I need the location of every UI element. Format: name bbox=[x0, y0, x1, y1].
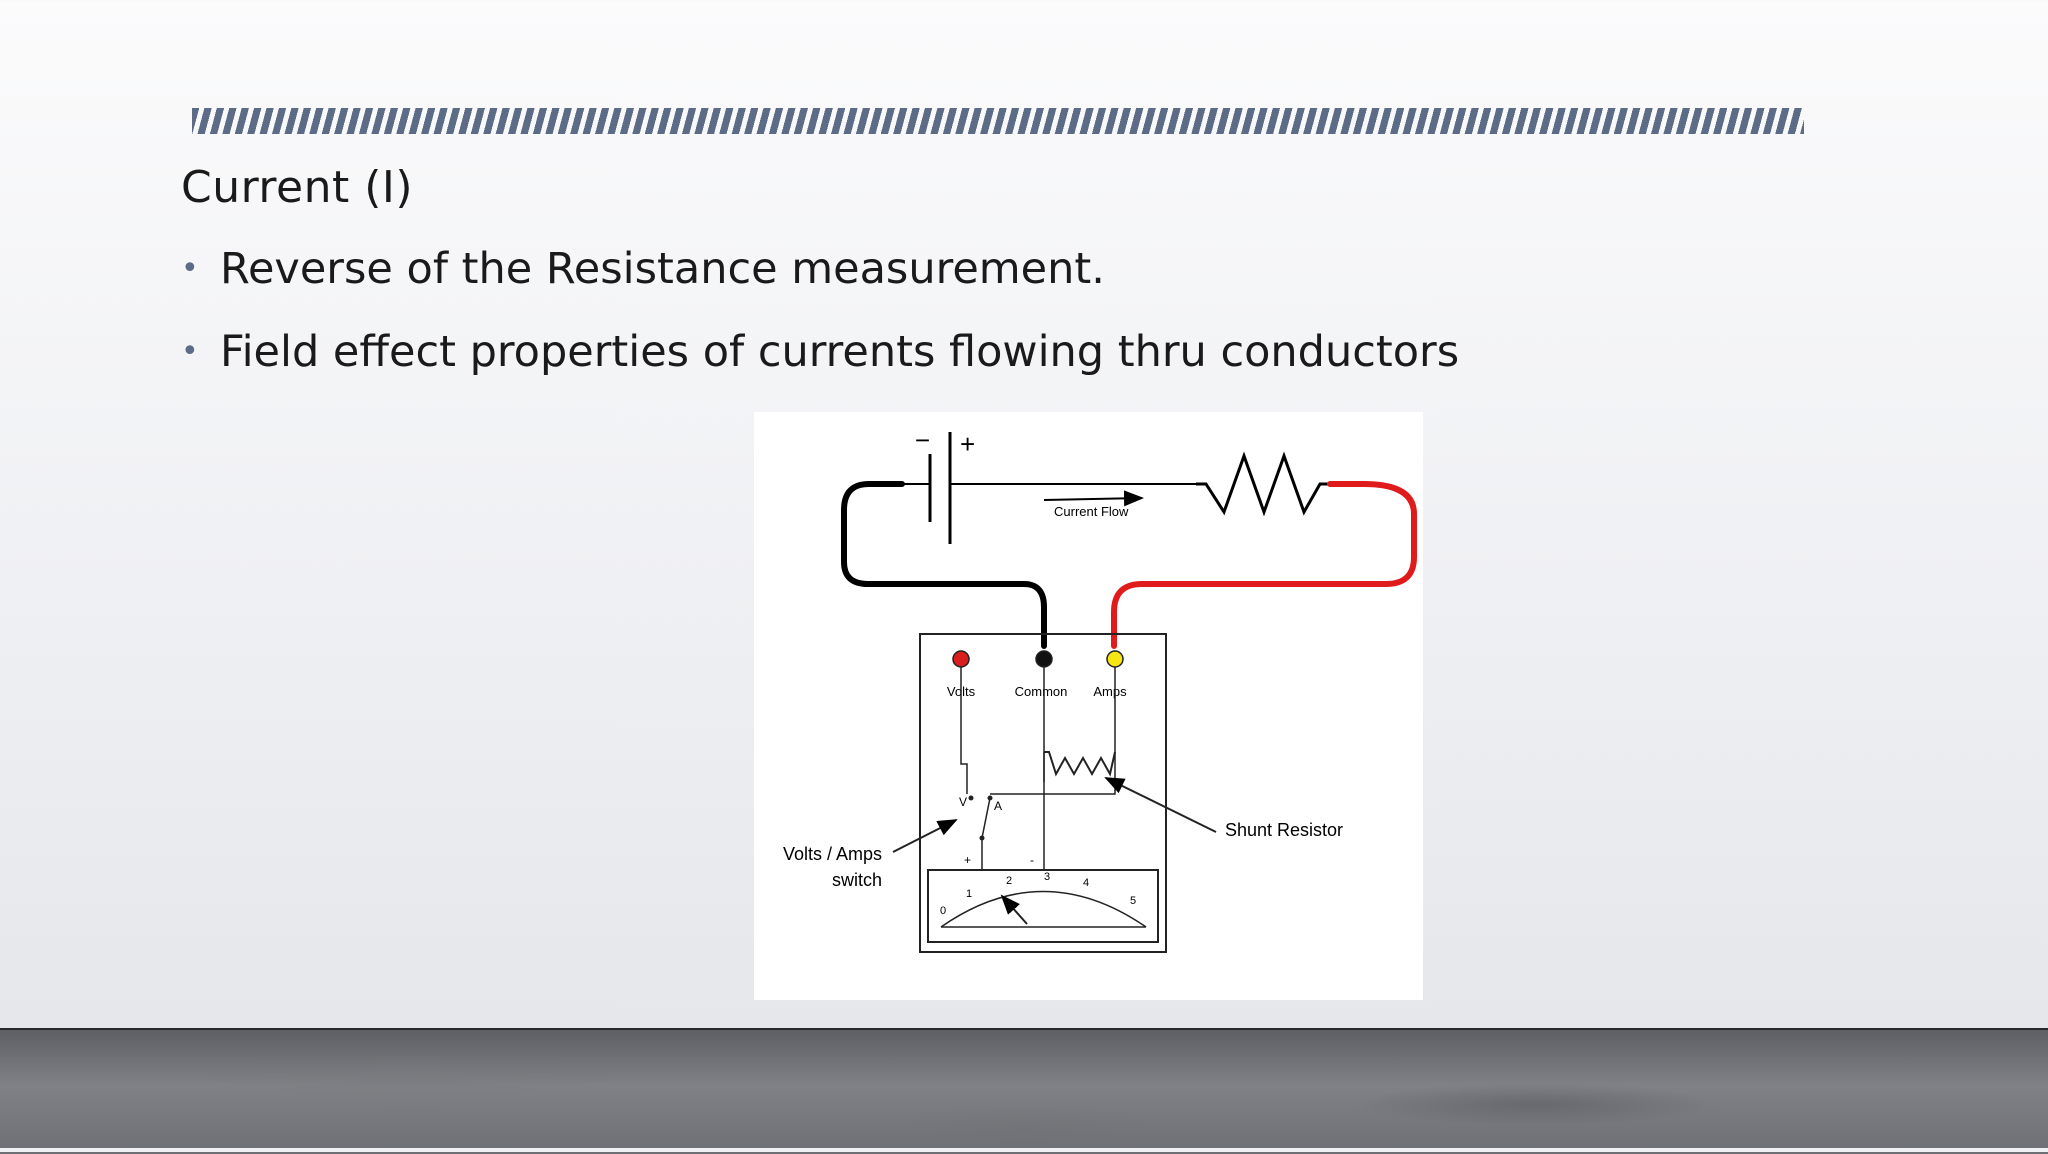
amps-internal-wire bbox=[990, 667, 1116, 795]
volts-internal-wire bbox=[960, 667, 968, 794]
shunt-resistor-label: Shunt Resistor bbox=[1225, 820, 1343, 840]
scale-label-5: 5 bbox=[1130, 895, 1136, 907]
bullet-dot-icon: • bbox=[181, 334, 199, 369]
scale-label-3: 3 bbox=[1044, 871, 1050, 883]
current-flow-label: Current Flow bbox=[1054, 504, 1129, 519]
amps-terminal-label: Amps bbox=[1093, 684, 1127, 699]
meter-minus-label: - bbox=[1030, 853, 1034, 867]
switch-v-label: V bbox=[959, 795, 967, 809]
shunt-resistor bbox=[1044, 751, 1116, 777]
switch-lever bbox=[981, 797, 991, 839]
switch-callout-arrow bbox=[892, 819, 958, 853]
scale-label-4: 4 bbox=[1083, 877, 1089, 889]
battery-minus-label: − bbox=[915, 425, 930, 455]
bullet-item: • Field effect properties of currents fl… bbox=[181, 329, 1459, 375]
volts-terminal bbox=[952, 650, 970, 668]
ammeter-circuit-diagram: − + Current Flow Volts Common Amps bbox=[754, 412, 1423, 1000]
common-terminal-label: Common bbox=[1015, 684, 1068, 699]
bullet-dot-icon: • bbox=[181, 251, 199, 286]
shunt-callout-arrow bbox=[1104, 777, 1217, 833]
battery-plus-label: + bbox=[960, 429, 975, 459]
switch-a-label: A bbox=[994, 799, 1002, 813]
bullet-item: • Reverse of the Resistance measurement. bbox=[181, 246, 1459, 292]
meter-scale-arc bbox=[940, 890, 1147, 928]
black-test-lead bbox=[841, 481, 1047, 649]
floor-background bbox=[0, 1028, 2048, 1154]
load-resistor bbox=[1196, 451, 1330, 517]
amps-terminal bbox=[1106, 650, 1124, 668]
current-flow-arrow bbox=[1043, 490, 1144, 507]
bullet-text: Field effect properties of currents flow… bbox=[220, 327, 1460, 377]
meter-face bbox=[927, 869, 1159, 943]
floor-edge bbox=[0, 1148, 2048, 1152]
switch-label-line2: switch bbox=[832, 870, 882, 890]
bullet-text: Reverse of the Resistance measurement. bbox=[220, 244, 1105, 294]
meter-body bbox=[919, 633, 1167, 953]
slide-title: Current (I) bbox=[181, 162, 414, 213]
scale-label-2: 2 bbox=[1006, 875, 1012, 887]
decorative-hatch-bar bbox=[192, 108, 1804, 134]
circuit-svg: − + Current Flow Volts Common Amps bbox=[783, 425, 1417, 953]
red-test-lead bbox=[1111, 481, 1417, 649]
scale-label-0: 0 bbox=[940, 905, 946, 917]
meter-needle bbox=[1000, 894, 1028, 925]
scale-label-1: 1 bbox=[966, 888, 972, 900]
switch-label-line1: Volts / Amps bbox=[783, 844, 882, 864]
bullet-list: • Reverse of the Resistance measurement.… bbox=[181, 246, 1459, 412]
switch-v-contact bbox=[968, 795, 974, 801]
common-terminal bbox=[1035, 650, 1053, 668]
meter-plus-label: + bbox=[964, 853, 971, 867]
